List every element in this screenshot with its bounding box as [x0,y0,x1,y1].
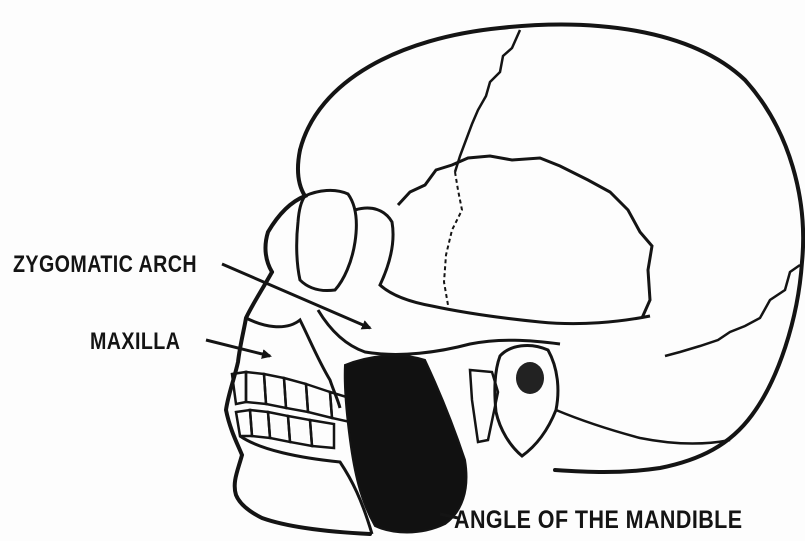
zygomatic-bone [355,208,650,324]
sphenoid-suture [444,172,462,305]
coronal-suture [455,30,520,172]
styloid-process [470,370,498,442]
occipital-base [556,410,730,444]
maxilla-outline [246,318,340,408]
mastoid-process [495,345,558,456]
lambdoid-suture [665,265,800,356]
external-auditory-meatus [516,362,544,394]
label-zygomatic-arch: ZYGOMATIC ARCH [13,253,197,277]
zygomatic-arch-lower [318,310,560,354]
orbit [297,190,357,290]
temporal-squama [398,156,652,318]
label-angle-of-mandible: ANGLE OF THE MANDIBLE [454,508,743,533]
label-maxilla: MAXILLA [90,330,180,354]
